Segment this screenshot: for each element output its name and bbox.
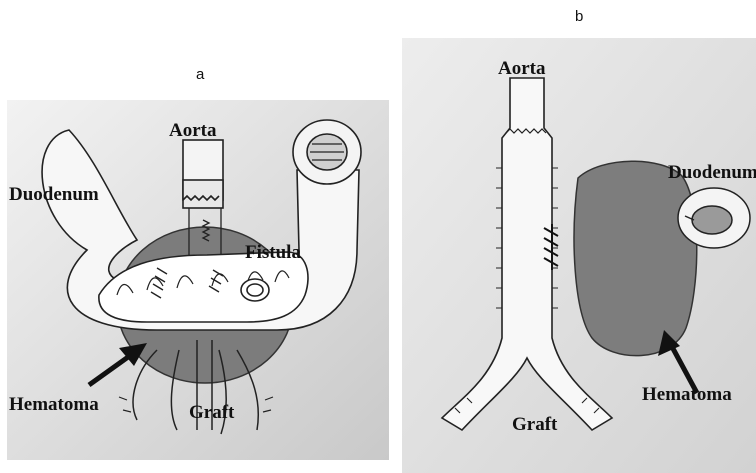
label-aorta-b: Aorta	[498, 58, 546, 79]
aorta-vessel	[183, 140, 223, 208]
hematoma-mass	[574, 161, 697, 355]
duodenum-cross-section	[678, 188, 750, 248]
panel-b-letter: b	[575, 8, 583, 25]
label-hematoma-a: Hematoma	[9, 394, 99, 415]
label-fistula-a: Fistula	[245, 242, 301, 263]
label-duodenum-a: Duodenum	[9, 184, 99, 205]
label-aorta-a: Aorta	[169, 120, 217, 141]
label-duodenum-b: Duodenum	[668, 162, 756, 183]
panel-a-letter: a	[196, 66, 204, 83]
label-graft-b: Graft	[512, 414, 558, 435]
label-hematoma-b: Hematoma	[642, 384, 732, 405]
panel-a-diagram: Aorta Duodenum Fistula Hematoma Graft	[7, 100, 389, 460]
panel-b-diagram: Aorta Duodenum Hematoma Graft	[402, 38, 756, 473]
label-graft-a: Graft	[189, 402, 235, 423]
